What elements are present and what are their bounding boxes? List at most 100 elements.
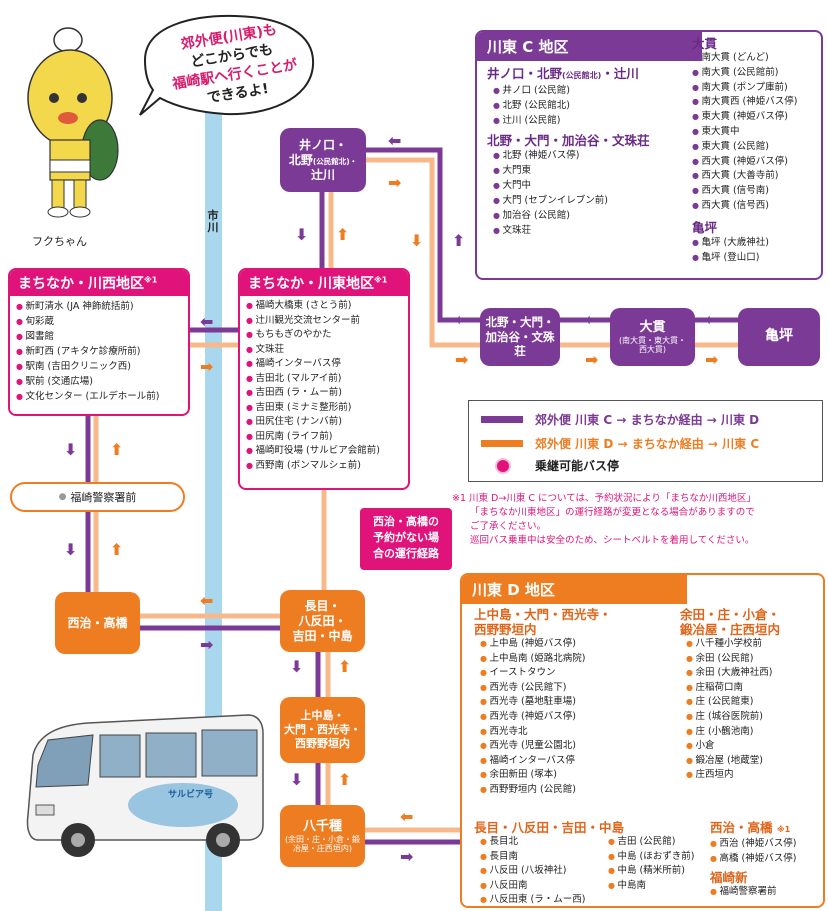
svg-text:⬇: ⬇ [64, 540, 77, 559]
list-item: 余田 (大歳神社西) [686, 666, 823, 681]
list-item: 田尻住宅 (ナンバ前) [246, 415, 402, 430]
list-item: もちもぎのやかた [246, 328, 402, 343]
list-item: 東大貫 (神姫バス停) [692, 110, 821, 125]
list-item: 上中島 (神姫バス停) [480, 637, 674, 652]
stop-hassenshu: 八千種 (余田・庄・小倉・鍛冶屋・庄西垣内) [280, 805, 365, 867]
no-reservation-note: 西治・高橋の 予約がない場 合の運行経路 [360, 508, 452, 570]
list-item: 亀坪 (登山口) [692, 250, 821, 265]
list-item: 西大貫 (信号西) [692, 199, 821, 214]
svg-text:➡: ➡ [455, 350, 468, 369]
svg-text:➡: ➡ [200, 357, 213, 376]
list-item: 文珠荘 [493, 223, 687, 238]
svg-text:➡: ➡ [388, 173, 401, 192]
list-item: 大門中 [493, 178, 687, 193]
legend-orange: 郊外便 川東 D → まちなか経由 → 川東 C [535, 437, 760, 451]
kawahigashi-title: まちなか・川東地区 [248, 276, 374, 292]
list-item: 西光寺北 [480, 725, 674, 740]
list-item: 西治 (神姫バス停) [710, 837, 823, 852]
list-item: 上中島南 (姫路北病院) [480, 652, 674, 667]
list-item: 福崎インターバス停 [480, 754, 674, 769]
mascot-figure [10, 20, 125, 230]
list-item: 駅南 (吉田クリニック西) [16, 359, 182, 374]
list-item: 北野 (神姫バス停) [493, 148, 687, 163]
legend-transfer: 乗継可能バス停 [535, 459, 620, 473]
list-item: 八千種小学校前 [686, 637, 823, 652]
list-item: 庄 (城谷医院前) [686, 710, 823, 725]
svg-text:⬆: ⬆ [452, 231, 465, 250]
list-item: 西光寺 (児童公園北) [480, 739, 674, 754]
river-label: 市川 [207, 209, 219, 234]
list-item: 西大貫 (神姫バス停) [692, 155, 821, 170]
list-item: 余田新田 (塚本) [480, 768, 674, 783]
list-item: 福崎大橋東 (さとう前) [246, 299, 402, 314]
list-item: 文化センター (エルデホール前) [16, 389, 182, 404]
list-item: 辻川 (公民館) [493, 113, 687, 128]
list-item: 庄西垣内 [686, 768, 823, 783]
list-item: 小倉 [686, 739, 823, 754]
list-item: 中島南 [608, 879, 694, 894]
list-item: 福崎インターバス停 [246, 357, 402, 372]
list-item: 吉田 (公民館) [608, 835, 694, 850]
list-item: 庄 (小鶴池南) [686, 725, 823, 740]
bus-illustration: サルビア号 [18, 695, 268, 870]
list-item: 新町西 (アキタケ診療所前) [16, 344, 182, 359]
list-item: 旬彩蔵 [16, 314, 182, 329]
list-item: 大門 (セブンイレブン前) [493, 193, 687, 208]
list-item: 南大貫西 (神姫バス停) [692, 95, 821, 110]
list-item: 亀坪 (大歳神社) [692, 235, 821, 250]
area-d-title: 川東 D 地区 [462, 575, 687, 604]
stop-nishiji: 西治・高橋 [55, 592, 140, 654]
list-item: 余田 (公民館) [686, 652, 823, 667]
list-item: 福崎町役場 (サルビア会館前) [246, 444, 402, 459]
svg-text:⬆: ⬆ [110, 540, 123, 559]
list-item: 西大貫 (大善寺前) [692, 169, 821, 184]
panel-kawahigashi: まちなか・川東地区※1 福崎大橋東 (さとう前) 辻川観光交流センター前 もちも… [238, 268, 410, 490]
list-item: 北野 (公民館北) [493, 98, 687, 113]
svg-text:⬅: ⬅ [705, 310, 718, 329]
svg-text:➡: ➡ [200, 635, 213, 654]
stop-kametsubo: 亀坪 [738, 308, 820, 366]
list-item: 西光寺 (神姫バス停) [480, 710, 674, 725]
list-item: 西光寺 (公民館下) [480, 681, 674, 696]
svg-text:⬅: ⬅ [200, 312, 213, 331]
list-item: 福崎警察署前 [710, 885, 823, 900]
list-item: 高橋 (神姫バス停) [710, 852, 823, 867]
list-item: 吉田東 (ミナミ整形前) [246, 401, 402, 416]
route-notes: ※1 川東 D→川東 C については、予約状況により「まちなか川西地区」 「まち… [452, 493, 756, 546]
svg-text:➡: ➡ [705, 350, 718, 369]
list-item: 加治谷 (公民館) [493, 208, 687, 223]
svg-text:⬅: ⬅ [388, 131, 401, 150]
list-item: 南大貫 (公民館前) [692, 66, 821, 81]
list-item: 西大貫 (信号南) [692, 184, 821, 199]
stop-keisatsu: ●福崎警察署前 [10, 482, 185, 512]
list-item: 辻川観光交流センター前 [246, 314, 402, 329]
list-item: イーストタウン [480, 666, 674, 681]
list-item: 田尻南 (ライフ前) [246, 430, 402, 445]
list-item: 八反田東 (ラ・ムー西) [480, 893, 608, 906]
svg-text:⬅: ⬅ [585, 310, 598, 329]
legend: 郊外便 川東 C → まちなか経由 → 川東 D 郊外便 川東 D → まちなか… [468, 400, 823, 482]
kawahigashi-list: 福崎大橋東 (さとう前) 辻川観光交流センター前 もちもぎのやかた 文珠荘 福崎… [240, 296, 408, 476]
mascot-name: フクちゃん [32, 235, 87, 248]
svg-text:⬇: ⬇ [410, 231, 423, 250]
stop-nagame: 長目・ 八反田・ 吉田・中島 [280, 590, 365, 652]
svg-text:⬆: ⬆ [338, 770, 351, 789]
svg-text:⬅: ⬅ [200, 591, 213, 610]
list-item: 中島 (ほおずき前) [608, 850, 695, 865]
list-item: 図書館 [16, 329, 182, 344]
list-item: 庄 (公民館東) [686, 695, 823, 710]
stop-kaminakajima: 上中島・ 大門・西光寺・ 西野野垣内 [280, 697, 365, 763]
svg-text:➡: ➡ [400, 847, 413, 866]
ichikawa-river [205, 100, 222, 911]
svg-text:⬅: ⬅ [455, 310, 468, 329]
svg-text:⬇: ⬇ [290, 657, 303, 676]
svg-text:⬆: ⬆ [336, 225, 349, 244]
svg-text:⬇: ⬇ [290, 770, 303, 789]
list-item: 八反田 (八坂神社) [480, 864, 608, 879]
list-item: 西野野垣内 (公民館) [480, 783, 674, 798]
svg-text:⬆: ⬆ [338, 657, 351, 676]
panel-area-d: 川東 D 地区 上中島・大門・西光寺・ 西野野垣内 上中島 (神姫バス停) 上中… [460, 573, 825, 908]
svg-text:⬇: ⬇ [295, 225, 308, 244]
svg-text:➡: ➡ [585, 350, 598, 369]
